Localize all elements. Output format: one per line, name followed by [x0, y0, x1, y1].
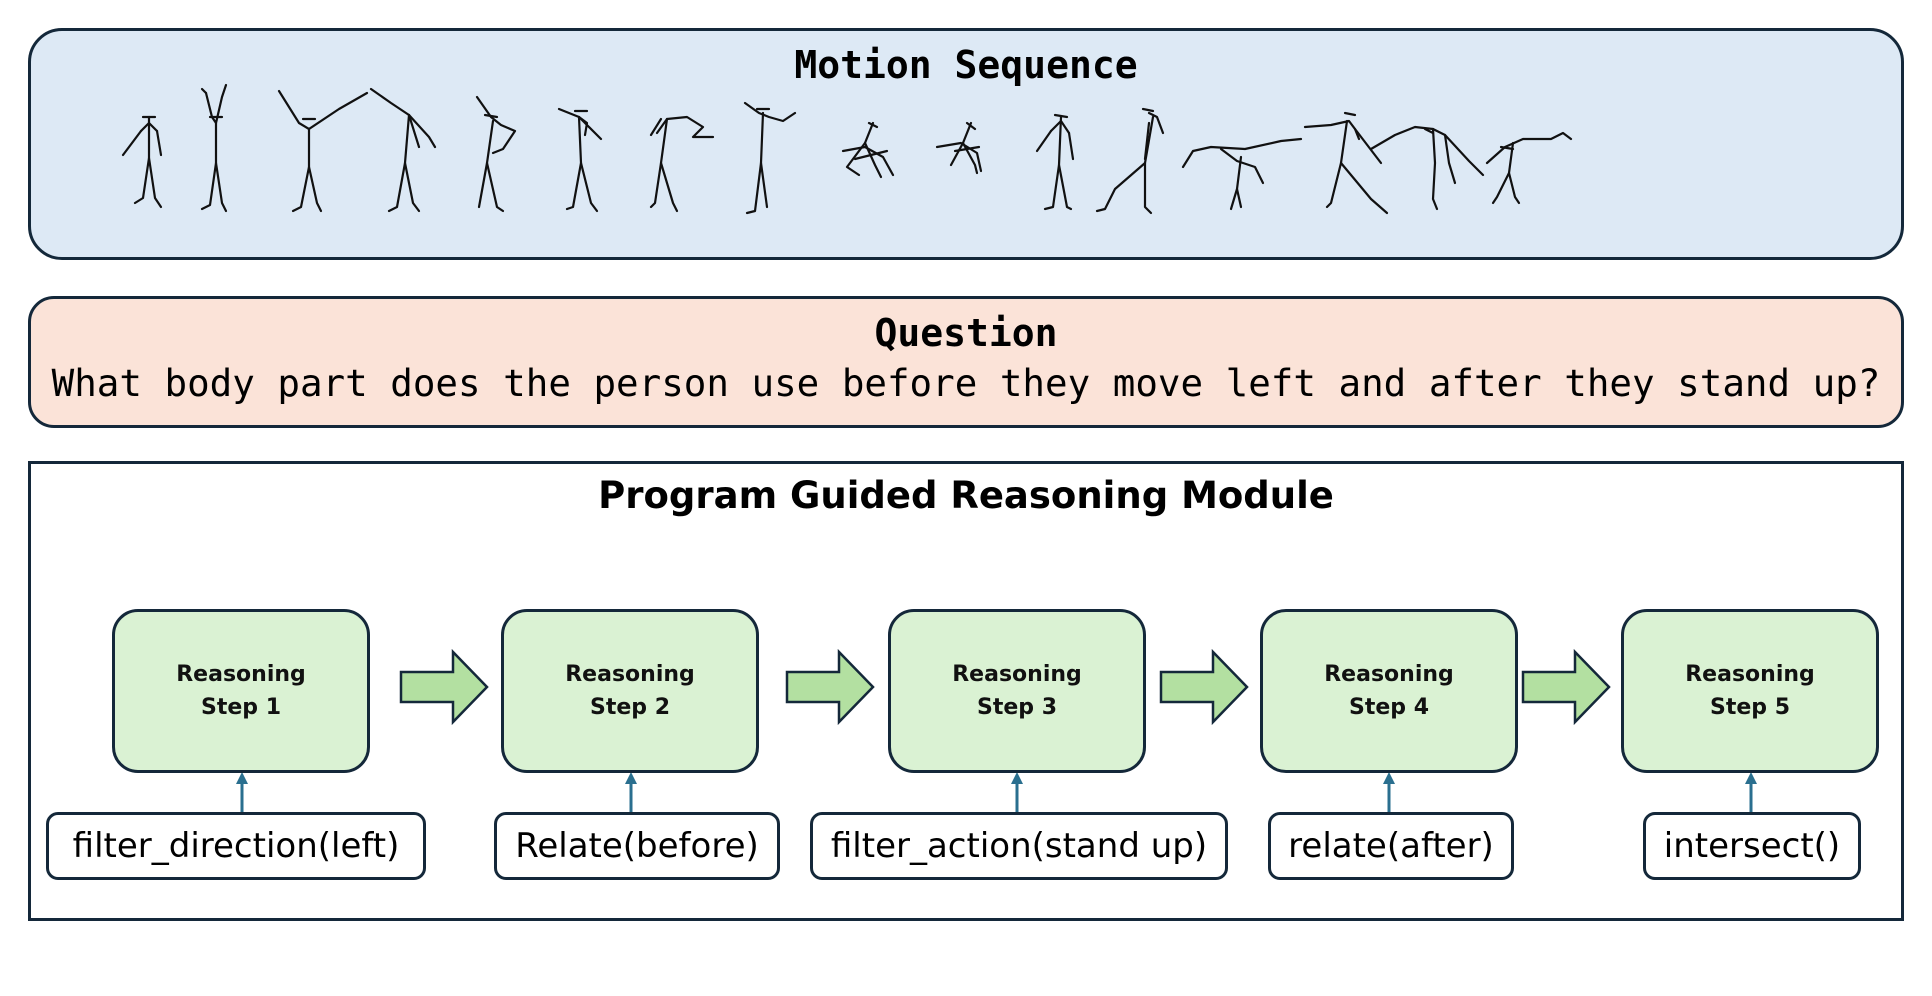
stick-figure-6	[557, 107, 603, 213]
reasoning-step-3-label: Reasoning Step 3	[952, 662, 1082, 720]
reasoning-step-1-label: Reasoning Step 1	[176, 662, 306, 720]
flow-arrow-4-5	[1521, 648, 1611, 726]
question-text: What body part does the person use befor…	[51, 361, 1881, 405]
reasoning-step-2: Reasoning Step 2	[501, 609, 759, 773]
stick-figure-15	[1369, 125, 1485, 211]
function-relate-after: relate(after)	[1268, 812, 1514, 880]
flow-arrows	[236, 648, 1757, 812]
function-filter-direction: filter_direction(left)	[46, 812, 426, 880]
flow-arrow-2-3	[785, 648, 875, 726]
reasoning-step-1: Reasoning Step 1	[112, 609, 370, 773]
stick-figure-2	[200, 83, 228, 213]
stick-figure-14	[1303, 111, 1389, 215]
question-title: Question	[874, 311, 1058, 355]
reasoning-step-3: Reasoning Step 3	[888, 609, 1146, 773]
stick-figure-16	[1485, 131, 1573, 205]
motion-sequence-panel: Motion Sequence	[28, 28, 1904, 260]
motion-figures	[121, 83, 1573, 215]
stick-figure-12	[1095, 107, 1165, 215]
reasoning-module-title: Program Guided Reasoning Module	[598, 474, 1334, 517]
function-intersect: intersect()	[1643, 812, 1861, 880]
up-arrow-step-3	[1011, 772, 1023, 812]
up-arrow-step-4	[1383, 772, 1395, 812]
stick-figure-8	[743, 101, 797, 215]
reasoning-step-4-label: Reasoning Step 4	[1324, 662, 1454, 720]
reasoning-step-5-label: Reasoning Step 5	[1685, 662, 1815, 720]
stick-figure-9	[841, 121, 895, 179]
up-arrow-step-5	[1745, 772, 1757, 812]
reasoning-step-4: Reasoning Step 4	[1260, 609, 1518, 773]
stick-figure-13	[1181, 137, 1303, 211]
reasoning-step-2-label: Reasoning Step 2	[565, 662, 695, 720]
function-filter-action: filter_action(stand up)	[810, 812, 1228, 880]
stick-figure-4	[369, 87, 437, 213]
stick-figure-5	[475, 95, 517, 213]
stick-figure-1	[121, 115, 163, 209]
stick-figure-3	[277, 89, 369, 213]
flow-arrow-3-4	[1159, 648, 1249, 726]
motion-sequence-title: Motion Sequence	[794, 43, 1138, 87]
up-arrow-step-2	[625, 772, 637, 812]
reasoning-step-5: Reasoning Step 5	[1621, 609, 1879, 773]
stick-figure-11	[1035, 113, 1075, 211]
stick-figure-10	[935, 121, 983, 175]
flow-arrow-1-2	[399, 648, 489, 726]
question-panel: Question What body part does the person …	[28, 296, 1904, 428]
reasoning-module-panel: Program Guided Reasoning Module Reasonin…	[28, 461, 1904, 921]
stick-figure-7	[649, 115, 715, 213]
up-arrow-step-1	[236, 772, 248, 812]
function-relate-before: Relate(before)	[494, 812, 780, 880]
